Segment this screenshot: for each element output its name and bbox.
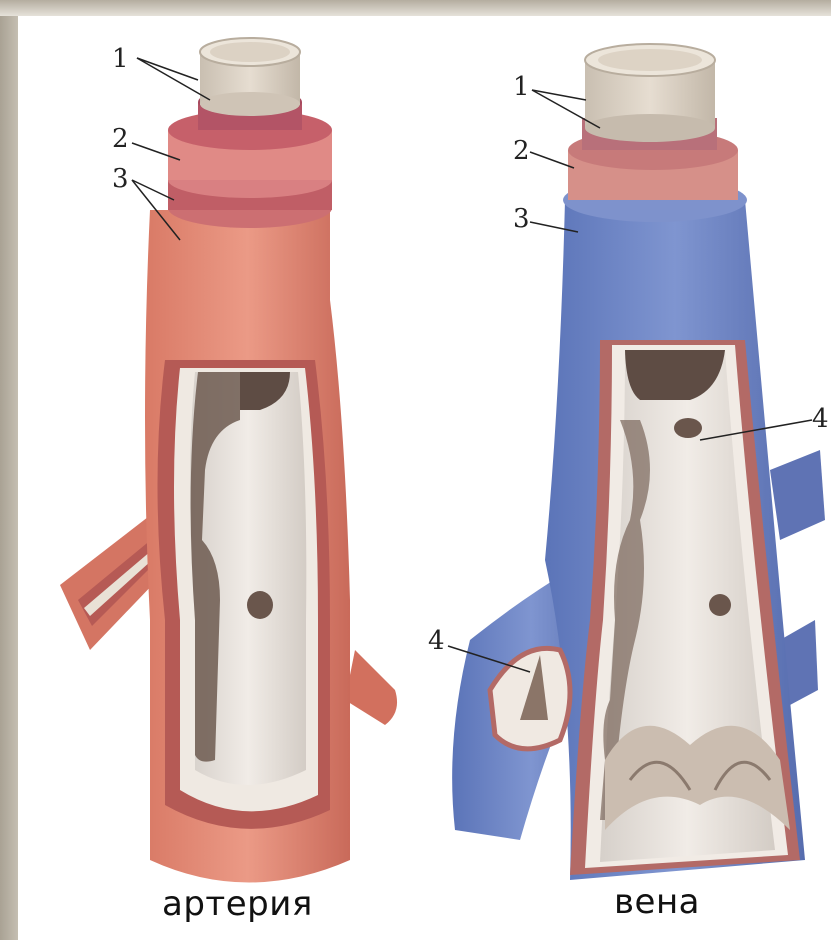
vein-valve-opening-upper — [674, 418, 702, 438]
vein-drawing — [448, 44, 825, 880]
artery-caption: артерия — [162, 884, 313, 924]
vein-branch-opening — [709, 594, 731, 616]
vein-branch-right-upper — [770, 450, 825, 540]
vein-label-1: 1 — [513, 72, 530, 102]
artery-label-2: 2 — [112, 124, 129, 154]
artery-label-3: 3 — [112, 164, 129, 194]
vein-label-4-left: 4 — [428, 626, 445, 656]
vein-label-3: 3 — [513, 204, 530, 234]
artery-label-1: 1 — [112, 44, 129, 74]
vein-label-4-right: 4 — [812, 404, 829, 434]
artery-branch-right — [345, 650, 397, 725]
vein-label-2: 2 — [513, 136, 530, 166]
artery-drawing — [60, 38, 397, 883]
artery-branch-opening — [247, 591, 273, 619]
vein-caption: вена — [614, 882, 700, 922]
